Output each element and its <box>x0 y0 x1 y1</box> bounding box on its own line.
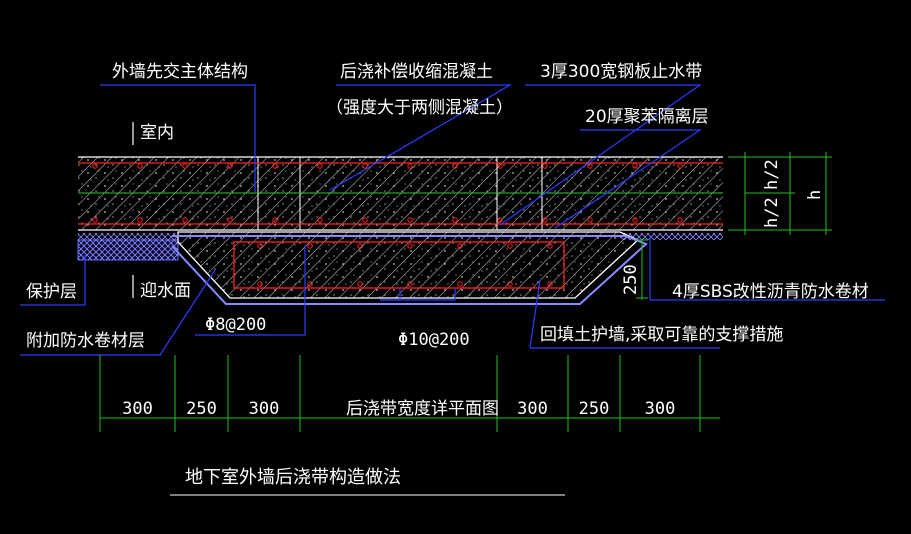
slab-rebar <box>78 162 723 225</box>
label-indoor: 室内 <box>140 123 174 143</box>
labels: 外墙先交主体结构 后浇补偿收缩混凝土 （强度大于两侧混凝土） 3厚300宽钢板止… <box>26 62 869 419</box>
rebar-dot <box>407 163 413 169</box>
label-width-note: 后浇带宽度详平面图 <box>346 399 499 419</box>
label-rebar-8: Φ8@200 <box>205 315 266 335</box>
rebar-dot <box>632 217 638 223</box>
rebar-dot <box>497 163 503 169</box>
label-water-face: 迎水面 <box>140 281 191 301</box>
rebar-dot <box>542 163 548 169</box>
rebar-dot <box>677 217 683 223</box>
rebar-dot <box>272 163 278 169</box>
post-pour-beam <box>171 231 648 305</box>
rebar-dot <box>92 217 98 223</box>
label-rebar-10: Φ10@200 <box>398 330 470 350</box>
rebar-dot <box>317 163 323 169</box>
label-h-half-bottom: h/2 <box>762 197 782 228</box>
rebar-dot <box>92 163 98 169</box>
dim-value: 300 <box>249 399 280 419</box>
rebar-dot <box>542 217 548 223</box>
rebar-dot <box>227 163 233 169</box>
dim-value: 300 <box>122 399 153 419</box>
label-h-half-top: h/2 <box>762 159 782 190</box>
label-wall-structure: 外墙先交主体结构 <box>112 62 248 82</box>
label-strength-note: （强度大于两侧混凝土） <box>326 98 513 118</box>
drawing-title: 地下室外墙后浇带构造做法 <box>185 467 401 488</box>
label-dim-250: 250 <box>621 264 641 295</box>
label-h: h <box>805 190 825 200</box>
rebar-dot <box>227 217 233 223</box>
rebar-dot <box>362 163 368 169</box>
rebar-dot <box>137 217 143 223</box>
rebar-dot <box>677 163 683 169</box>
label-extra-membrane: 附加防水卷材层 <box>26 331 145 351</box>
rebar-dot <box>587 163 593 169</box>
dim-value: 250 <box>579 399 610 419</box>
label-polystyrene: 20厚聚苯隔离层 <box>585 107 709 127</box>
rebar-dot <box>182 217 188 223</box>
leader-lines <box>20 84 885 356</box>
rebar-dot <box>182 163 188 169</box>
rebar-dot <box>407 217 413 223</box>
label-backfill: 回填土护墙,采取可靠的支撑措施 <box>540 325 783 345</box>
rebar-dot <box>587 217 593 223</box>
dim-value: 250 <box>186 399 217 419</box>
rebar-dot <box>452 217 458 223</box>
rebar-dot <box>272 217 278 223</box>
dim-value: 300 <box>517 399 548 419</box>
rebar-dot <box>362 217 368 223</box>
label-sbs-membrane: 4厚SBS改性沥青防水卷材 <box>672 282 869 302</box>
right-dimensions <box>636 152 832 300</box>
label-steel-waterstop: 3厚300宽钢板止水带 <box>540 62 702 82</box>
rebar-dot <box>452 163 458 169</box>
bottom-dimension-values: 300 250 300 300 250 300 <box>122 399 675 419</box>
dim-value: 300 <box>645 399 676 419</box>
bottom-dimension-chain <box>99 355 720 432</box>
rebar-dot <box>497 217 503 223</box>
label-protect-layer: 保护层 <box>26 282 77 302</box>
rebar-dot <box>317 217 323 223</box>
label-post-pour-concrete: 后浇补偿收缩混凝土 <box>340 62 493 82</box>
membrane-layers <box>77 233 723 261</box>
rebar-dot <box>632 163 638 169</box>
rebar-dot <box>137 163 143 169</box>
